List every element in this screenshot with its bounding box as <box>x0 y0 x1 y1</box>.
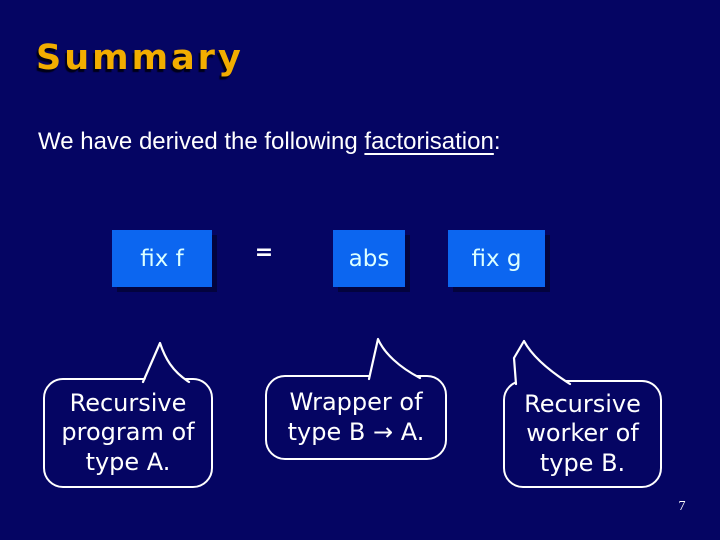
statement-before: We have derived the following <box>38 128 365 155</box>
slide-title: Summary <box>36 38 244 78</box>
callout-tail-1 <box>141 341 191 384</box>
equation-box-abs: abs <box>333 230 405 287</box>
callout-wrapper: Wrapper of type B → A. <box>265 375 447 460</box>
equation-box-fix-g: fix g <box>448 230 545 287</box>
callout-recursive-worker: Recursive worker of type B. <box>503 380 662 488</box>
callout-tail-2 <box>367 337 422 381</box>
callout-tail-3 <box>512 339 572 386</box>
page-number: 7 <box>678 499 686 514</box>
statement-text: We have derived the following factorisat… <box>38 128 501 156</box>
equation-equals-sign: = <box>254 240 274 265</box>
statement-colon: : <box>493 128 501 155</box>
callout-recursive-program: Recursive program of type A. <box>43 378 213 488</box>
statement-underlined-word: factorisation <box>364 128 494 155</box>
equation-box-fix-f: fix f <box>112 230 212 287</box>
